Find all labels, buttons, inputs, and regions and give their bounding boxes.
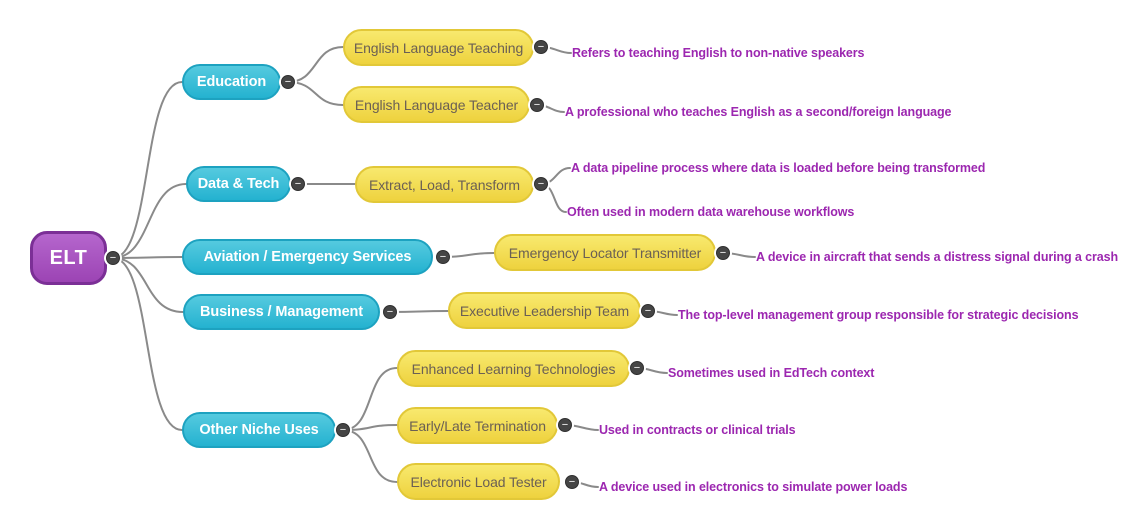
node-electronic-load-tester[interactable]: Electronic Load Tester [397,463,560,500]
minus-icon: − [719,246,727,259]
collapse-button-aviation[interactable]: − [436,250,450,264]
minus-icon: − [568,475,576,488]
minus-icon: − [294,177,302,190]
minus-icon: − [386,305,394,318]
node-label: Data & Tech [197,176,280,192]
node-other-niche-uses[interactable]: Other Niche Uses [182,412,336,448]
minus-icon: − [109,251,117,264]
node-label: Executive Leadership Team [459,302,630,319]
edge [112,81,183,259]
minus-icon: − [644,304,652,317]
collapse-button-emergency-locator[interactable]: − [716,246,730,260]
minus-icon: − [537,40,545,53]
minus-icon: − [439,250,447,263]
collapse-button-education[interactable]: − [281,75,295,89]
note-elt-teacher-definition[interactable]: A professional who teaches English as a … [565,105,952,119]
note-contracts-clinical-trials[interactable]: Used in contracts or clinical trials [599,423,796,437]
node-enhanced-learning-technologies[interactable]: Enhanced Learning Technologies [397,350,630,387]
node-label: Early/Late Termination [409,417,546,434]
node-label: Emergency Locator Transmitter [508,244,702,261]
node-data-tech[interactable]: Data & Tech [186,166,291,202]
note-etl-pipeline-definition[interactable]: A data pipeline process where data is lo… [571,161,986,175]
edge [442,252,495,258]
node-label: Business / Management [199,304,364,320]
node-early-late-termination[interactable]: Early/Late Termination [397,407,558,444]
edge [389,310,449,313]
node-label: English Language Teacher [354,96,519,113]
note-leadership-team-definition[interactable]: The top-level management group responsib… [678,308,1079,322]
collapse-button-executive-leadership[interactable]: − [641,304,655,318]
node-extract-load-transform[interactable]: Extract, Load, Transform [355,166,534,203]
edge [112,256,183,259]
node-business-management[interactable]: Business / Management [183,294,380,330]
node-aviation-emergency-services[interactable]: Aviation / Emergency Services [182,239,433,275]
collapse-button-english-language-teacher[interactable]: − [530,98,544,112]
minus-icon: − [284,75,292,88]
note-edtech-context[interactable]: Sometimes used in EdTech context [668,366,875,380]
node-label: Enhanced Learning Technologies [411,360,616,377]
note-etl-warehouse-usage[interactable]: Often used in modern data warehouse work… [567,205,855,219]
collapse-button-enhanced-learning[interactable]: − [630,361,644,375]
minus-icon: − [339,423,347,436]
edge [342,429,398,483]
collapse-button-other-niche[interactable]: − [336,423,350,437]
node-emergency-locator-transmitter[interactable]: Emergency Locator Transmitter [494,234,716,271]
minus-icon: − [561,418,569,431]
node-label: Education [196,74,267,90]
minus-icon: − [633,361,641,374]
node-root-elt[interactable]: ELT [30,231,107,285]
edge [287,46,344,83]
collapse-button-data-tech[interactable]: − [291,177,305,191]
minus-icon: − [537,177,545,190]
edge [112,257,183,431]
collapse-button-electronic-load-tester[interactable]: − [565,475,579,489]
collapse-button-early-late-termination[interactable]: − [558,418,572,432]
node-label: Other Niche Uses [199,422,319,438]
node-label: Extract, Load, Transform [369,176,520,193]
edge [112,257,184,313]
node-label: Aviation / Emergency Services [203,249,412,265]
node-label: English Language Teaching [353,39,524,56]
node-executive-leadership-team[interactable]: Executive Leadership Team [448,292,641,329]
note-elt-teaching-definition[interactable]: Refers to teaching English to non-native… [572,46,865,60]
node-education[interactable]: Education [182,64,281,100]
node-english-language-teaching[interactable]: English Language Teaching [343,29,534,66]
collapse-button-business[interactable]: − [383,305,397,319]
edge [342,367,398,431]
note-locator-transmitter-definition[interactable]: A device in aircraft that sends a distre… [756,250,1119,264]
edge [112,183,187,259]
collapse-button-extract-load-transform[interactable]: − [534,177,548,191]
edge [342,424,398,431]
node-label: Electronic Load Tester [410,473,547,490]
edge [287,81,344,106]
node-english-language-teacher[interactable]: English Language Teacher [343,86,530,123]
collapse-button-root[interactable]: − [106,251,120,265]
node-label: ELT [49,246,88,269]
collapse-button-english-language-teaching[interactable]: − [534,40,548,54]
minus-icon: − [533,98,541,111]
note-load-tester-definition[interactable]: A device used in electronics to simulate… [599,480,908,494]
